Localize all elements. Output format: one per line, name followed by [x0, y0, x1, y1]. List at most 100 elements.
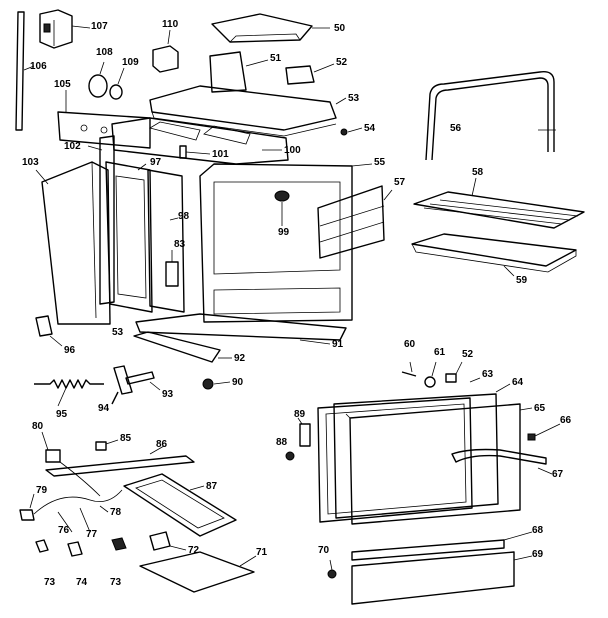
part-64-door-glass	[333, 383, 511, 519]
part-109-bezel	[109, 67, 125, 100]
part-55-oven-frame	[199, 163, 373, 323]
callout-52: 52	[336, 57, 348, 68]
part-67-door-handle	[451, 448, 553, 475]
callout-93: 93	[162, 389, 174, 400]
part-51-bracket	[209, 51, 269, 93]
part-60-screw	[401, 361, 417, 377]
part-100-cabinet-frame	[111, 117, 289, 165]
part-91-bottom-rail	[135, 313, 347, 345]
callout-65: 65	[534, 403, 546, 414]
callout-76: 76	[58, 525, 70, 536]
callout-100: 100	[284, 145, 301, 156]
callout-53-lower: 53	[112, 327, 124, 338]
callout-106: 106	[30, 61, 47, 72]
part-73-fitting	[35, 539, 49, 553]
callout-83: 83	[174, 239, 186, 250]
part-89-hinge	[297, 417, 311, 447]
callout-77: 77	[86, 529, 98, 540]
callout-103: 103	[22, 157, 39, 168]
part-79-connector	[19, 493, 35, 521]
callout-101: 101	[212, 149, 229, 160]
part-93-hinge	[113, 365, 161, 395]
callout-60: 60	[404, 339, 416, 350]
callout-88: 88	[276, 437, 288, 448]
callout-66: 66	[560, 415, 572, 426]
part-65-outer-door-panel	[345, 403, 533, 525]
part-72-igniter	[149, 531, 187, 551]
callout-61: 61	[434, 347, 446, 358]
part-102-side-panel	[87, 135, 115, 305]
part-80-terminal-block	[41, 431, 61, 463]
part-108-knob	[88, 61, 108, 98]
part-107-control-box	[39, 9, 91, 49]
callout-63: 63	[482, 369, 494, 380]
part-97-liner-panel	[105, 161, 153, 313]
callout-87: 87	[206, 481, 218, 492]
callout-79: 79	[36, 485, 48, 496]
part-57-rack-guide	[317, 185, 393, 259]
part-92-kick-plate	[133, 331, 232, 363]
part-78-wiring	[33, 461, 123, 515]
callout-109: 109	[122, 57, 139, 68]
part-68-drawer-rail	[351, 531, 533, 561]
callout-70: 70	[318, 545, 330, 556]
callout-71: 71	[256, 547, 268, 558]
part-96-leveling-foot	[35, 315, 63, 347]
callout-89: 89	[294, 409, 306, 420]
callout-94: 94	[98, 403, 110, 414]
part-58-oven-rack	[413, 177, 585, 229]
callout-80: 80	[32, 421, 44, 432]
part-77-lead	[79, 507, 91, 533]
callout-50: 50	[334, 23, 346, 34]
callout-98: 98	[178, 211, 190, 222]
callout-64: 64	[512, 377, 524, 388]
part-94-hinge-pin	[111, 391, 119, 405]
part-85-clip	[95, 439, 119, 451]
callout-85: 85	[120, 433, 132, 444]
part-71-drawer-bottom	[139, 551, 257, 593]
callout-102: 102	[64, 141, 81, 152]
callout-55: 55	[374, 157, 386, 168]
callout-97: 97	[150, 157, 162, 168]
callout-69: 69	[532, 549, 544, 560]
callout-74: 74	[76, 577, 88, 588]
callout-107: 107	[91, 21, 108, 32]
part-52-door-bracket	[445, 361, 463, 383]
callout-99: 99	[278, 227, 290, 238]
part-83-bracket	[165, 250, 179, 287]
callout-73: 73	[44, 577, 56, 588]
part-76-lead	[57, 511, 73, 533]
part-95-spring	[34, 379, 104, 407]
callout-91: 91	[332, 339, 344, 350]
callout-95: 95	[56, 409, 68, 420]
callout-105: 105	[54, 79, 71, 90]
callout-54: 54	[364, 123, 376, 134]
callout-78: 78	[110, 507, 122, 518]
part-105-control-panel	[57, 90, 151, 149]
part-70-foot	[327, 559, 337, 579]
callout-110: 110	[162, 19, 179, 30]
callout-51: 51	[270, 53, 282, 64]
callout-58: 58	[472, 167, 484, 178]
part-61-spacer	[424, 361, 437, 388]
callout-108: 108	[96, 47, 113, 58]
part-101-clip	[179, 145, 211, 159]
part-59-broiler-pan	[411, 233, 577, 277]
part-90-knob	[202, 378, 231, 390]
callout-52-door: 52	[462, 349, 474, 360]
part-106-side-trim	[15, 11, 35, 131]
part-110-block	[152, 29, 179, 73]
callout-92: 92	[234, 353, 246, 364]
part-69-drawer-front	[351, 551, 533, 605]
part-50-top-cover	[211, 13, 330, 43]
callout-68: 68	[532, 525, 544, 536]
part-56-rack-support	[425, 71, 556, 161]
part-86-harness-rail	[45, 445, 195, 477]
callout-73-second: 73	[110, 577, 122, 588]
callout-86: 86	[156, 439, 168, 450]
callout-67: 67	[552, 469, 564, 480]
part-74-fitting	[67, 541, 83, 557]
part-87-burner-assembly	[123, 473, 237, 537]
part-66-clip	[527, 423, 561, 441]
